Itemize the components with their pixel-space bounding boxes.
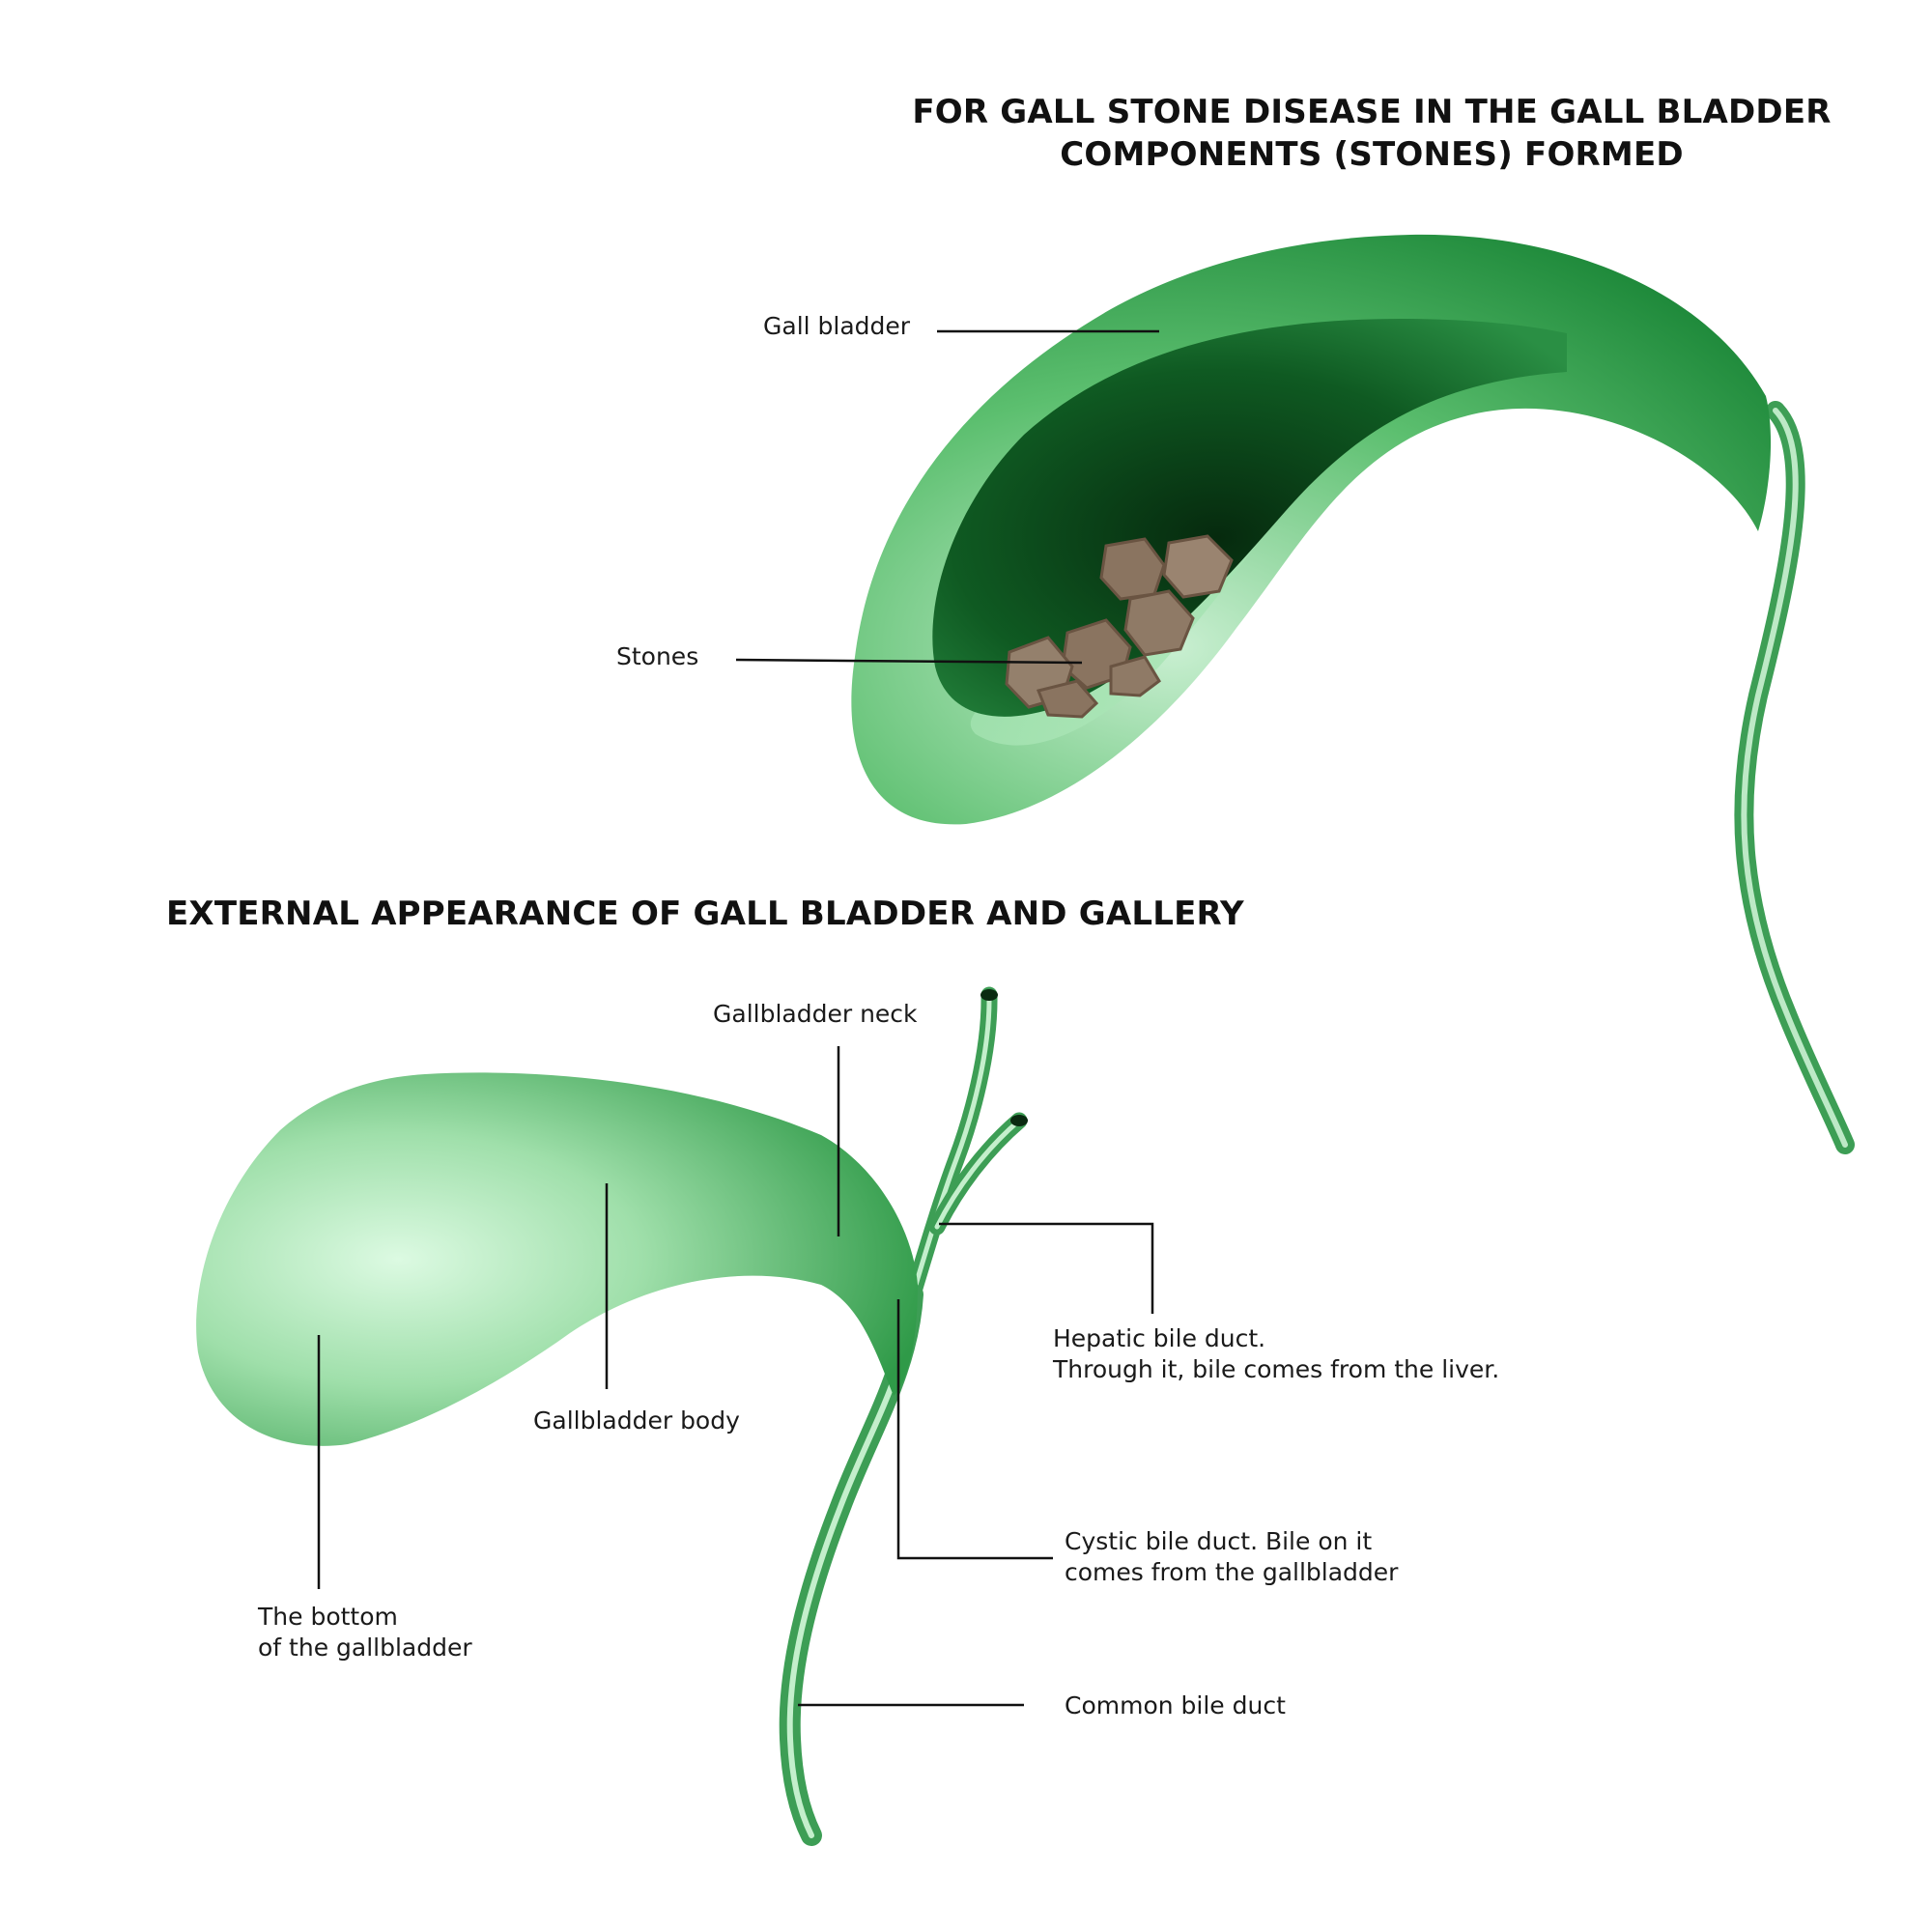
gallbladder-body-shape bbox=[196, 1072, 918, 1445]
label-cystic-bile-duct: Cystic bile duct. Bile on it comes from … bbox=[1065, 1526, 1398, 1588]
label-gallbladder-bottom-line1: The bottom bbox=[258, 1602, 472, 1633]
label-common-bile-duct: Common bile duct bbox=[1065, 1690, 1286, 1721]
label-gallbladder-bottom: The bottom of the gallbladder bbox=[258, 1602, 472, 1663]
leader-cystic bbox=[898, 1299, 1053, 1558]
hepatic-duct-opening bbox=[980, 989, 998, 1001]
label-gallbladder-bottom-line2: of the gallbladder bbox=[258, 1633, 472, 1663]
label-hepatic-line2: Through it, bile comes from the liver. bbox=[1053, 1354, 1499, 1385]
label-hepatic-line1: Hepatic bile duct. bbox=[1053, 1323, 1499, 1354]
label-gallbladder-body: Gallbladder body bbox=[533, 1406, 740, 1436]
label-gallbladder-neck: Gallbladder neck bbox=[713, 999, 918, 1030]
label-cystic-line1: Cystic bile duct. Bile on it bbox=[1065, 1526, 1398, 1557]
gallbladder-cross-section bbox=[851, 235, 1845, 1145]
leader-hepatic bbox=[939, 1224, 1152, 1314]
label-gall-bladder: Gall bladder bbox=[763, 311, 910, 342]
label-cystic-line2: comes from the gallbladder bbox=[1065, 1557, 1398, 1588]
label-hepatic-bile-duct: Hepatic bile duct. Through it, bile come… bbox=[1053, 1323, 1499, 1385]
bottom-title: EXTERNAL APPEARANCE OF GALL BLADDER AND … bbox=[166, 893, 1244, 935]
label-stones: Stones bbox=[616, 641, 698, 672]
top-title-line1: FOR GALL STONE DISEASE IN THE GALL BLADD… bbox=[908, 91, 1835, 133]
top-title: FOR GALL STONE DISEASE IN THE GALL BLADD… bbox=[908, 91, 1835, 176]
top-title-line2: COMPONENTS (STONES) FORMED bbox=[908, 133, 1835, 176]
branch-duct-opening bbox=[1010, 1115, 1028, 1126]
